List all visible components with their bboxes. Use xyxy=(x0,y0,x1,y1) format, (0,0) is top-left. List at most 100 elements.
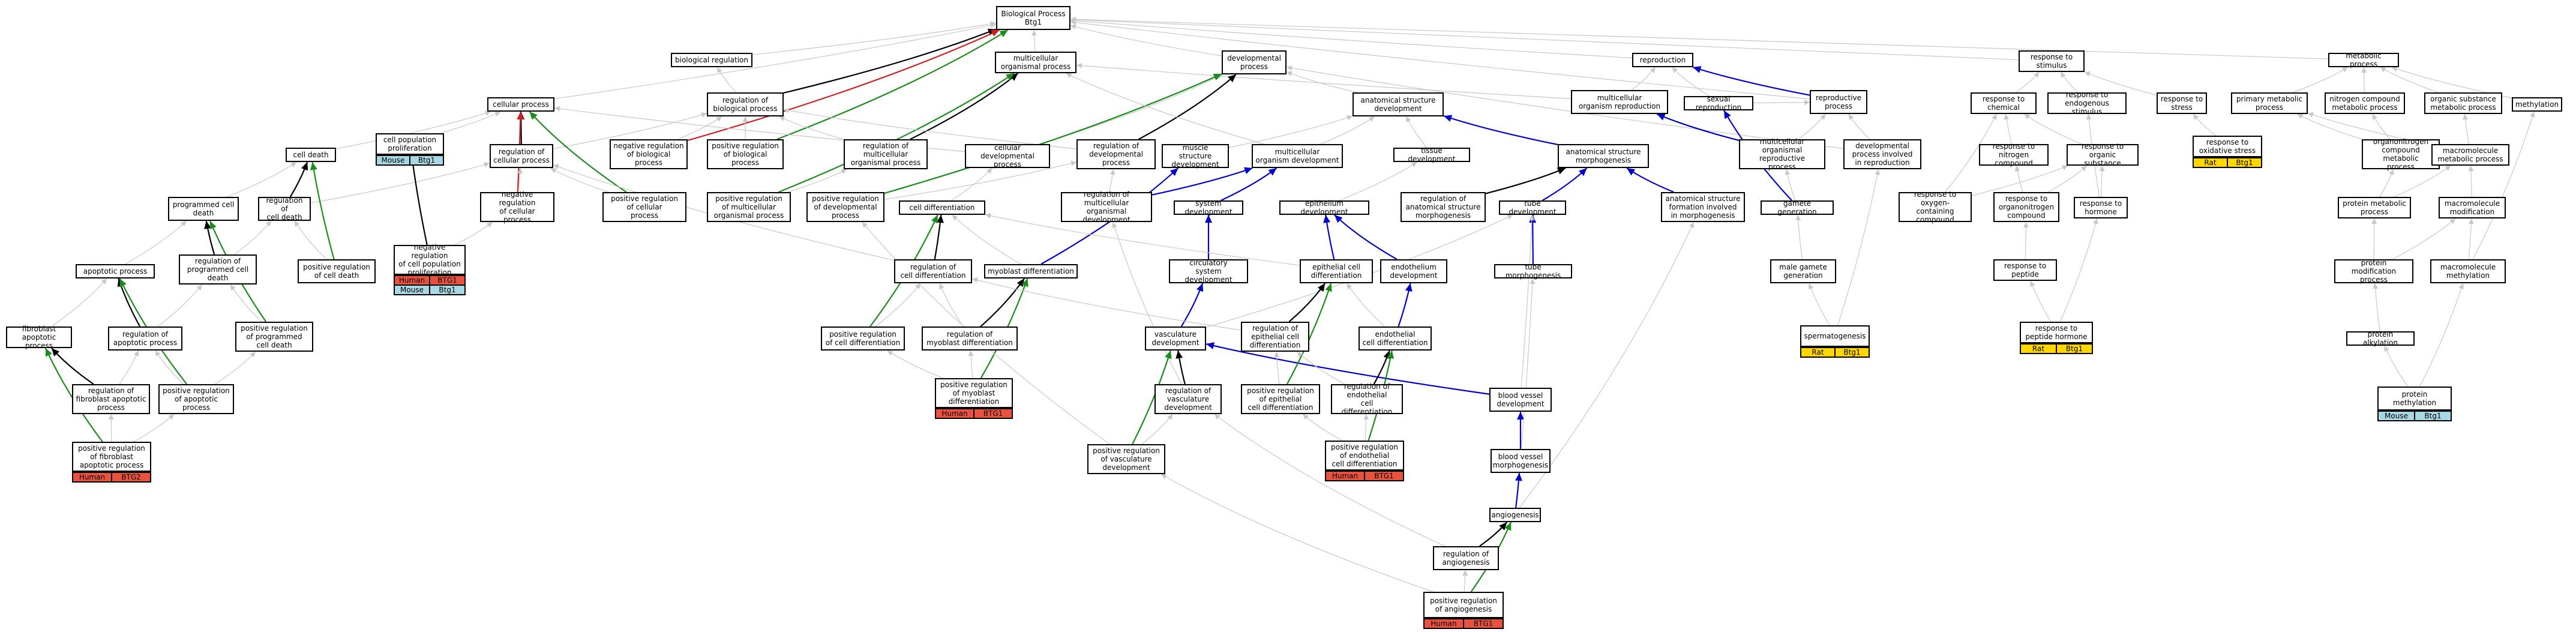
go-term-node[interactable]: cellular developmental process xyxy=(965,143,1050,169)
go-term-node[interactable]: developmental process involved in reprod… xyxy=(1843,139,1921,169)
go-term-node[interactable]: protein metabolic process xyxy=(2338,197,2411,218)
go-term-node[interactable]: positive regulation of myoblast differen… xyxy=(935,378,1013,419)
go-term-node[interactable]: anatomical structure development xyxy=(1353,92,1444,116)
go-term-node[interactable]: multicellular organism reproduction xyxy=(1571,90,1668,114)
go-term-node[interactable]: negative regulation of biological proces… xyxy=(610,139,688,169)
go-term-node[interactable]: anatomical structure morphogenesis xyxy=(1558,144,1649,168)
go-term-node[interactable]: epithelial cell differentiation xyxy=(1300,259,1373,283)
go-term-node[interactable]: response to stimulus xyxy=(2019,50,2085,72)
go-term-node[interactable]: response to endogenous stimulus xyxy=(2047,91,2127,116)
edge-arrowhead xyxy=(553,164,559,170)
go-term-node[interactable]: regulation of cell differentiation xyxy=(894,259,972,283)
go-term-node[interactable]: muscle structure development xyxy=(1162,143,1229,169)
go-term-node[interactable]: regulation of myoblast differentiation xyxy=(922,327,1018,351)
go-term-node[interactable]: positive regulation of programmed cell d… xyxy=(235,322,313,352)
go-term-node[interactable]: macromolecule metabolic process xyxy=(2431,144,2509,166)
go-term-node[interactable]: anatomical structure formation involved … xyxy=(1661,192,1745,222)
go-term-node[interactable]: blood vessel development xyxy=(1489,388,1552,412)
go-term-node[interactable]: protein modification process xyxy=(2334,259,2413,284)
go-term-node[interactable]: primary metabolic process xyxy=(2231,92,2308,114)
go-term-node[interactable]: nitrogen compound metabolic process xyxy=(2325,92,2405,114)
go-term-node[interactable]: regulation of fibroblast apoptotic proce… xyxy=(72,384,150,414)
go-term-node[interactable]: regulation of apoptotic process xyxy=(108,327,182,351)
go-term-node[interactable]: macromolecule modification xyxy=(2439,197,2506,218)
go-term-node[interactable]: endothelium development xyxy=(1380,259,1447,283)
go-term-node[interactable]: organonitrogen compound metabolic proces… xyxy=(2362,137,2440,171)
go-term-node[interactable]: cellular process xyxy=(487,97,554,112)
go-term-node[interactable]: response to organic substance xyxy=(2067,142,2139,167)
go-term-node[interactable]: reproductive process xyxy=(1810,90,1867,114)
go-term-node[interactable]: Biological Process Btg1 xyxy=(996,6,1070,30)
go-term-node[interactable]: response to peptide xyxy=(1993,259,2057,281)
go-term-node[interactable]: developmental process xyxy=(1222,50,1286,74)
go-term-node[interactable]: negative regulation of cell population p… xyxy=(394,243,466,295)
go-term-node[interactable]: negative regulation of cellular process xyxy=(480,190,554,224)
go-term-node[interactable]: biological regulation xyxy=(671,53,752,67)
go-term-node[interactable]: fibroblast apoptotic process xyxy=(6,325,72,350)
go-term-node[interactable]: positive regulation of biological proces… xyxy=(707,139,784,169)
go-term-node[interactable]: positive regulation of multicellular org… xyxy=(707,192,791,222)
go-term-node[interactable]: regulation of multicellular organismal d… xyxy=(1061,190,1152,224)
go-term-node[interactable]: response to stress xyxy=(2157,92,2207,114)
go-term-node[interactable]: multicellular organismal reproductive pr… xyxy=(1739,137,1825,171)
go-term-node[interactable]: sexual reproduction xyxy=(1684,95,1753,112)
go-term-node[interactable]: positive regulation of endothelial cell … xyxy=(1325,441,1404,481)
go-term-node[interactable]: protein alkylation xyxy=(2346,330,2415,347)
go-term-node[interactable]: myoblast differentiation xyxy=(984,264,1078,278)
go-term-node[interactable]: epithelium development xyxy=(1279,199,1369,216)
go-term-node[interactable]: positive regulation of apoptotic process xyxy=(158,384,234,414)
go-term-node[interactable]: response to chemical xyxy=(1971,92,2037,114)
go-term-node[interactable]: apoptotic process xyxy=(76,264,155,278)
go-term-node[interactable]: regulation of angiogenesis xyxy=(1433,546,1499,570)
go-term-node[interactable]: response to hormone xyxy=(2074,197,2128,218)
go-term-node[interactable]: reproduction xyxy=(1632,53,1693,67)
go-term-node[interactable]: regulation of cellular process xyxy=(490,144,553,168)
go-term-node[interactable]: regulation of endothelial cell different… xyxy=(1331,382,1403,416)
go-term-node[interactable]: regulation of vasculature development xyxy=(1154,384,1222,414)
go-term-node[interactable]: positive regulation of fibroblast apopto… xyxy=(72,442,151,483)
go-term-node[interactable]: response to nitrogen compound xyxy=(1979,142,2049,167)
go-term-node[interactable]: regulation of biological process xyxy=(707,92,784,116)
go-term-node[interactable]: positive regulation of cell death xyxy=(298,259,376,283)
go-term-node[interactable]: positive regulation of vasculature devel… xyxy=(1087,444,1165,474)
go-term-node[interactable]: methylation xyxy=(2512,97,2562,112)
go-term-node[interactable]: regulation of developmental process xyxy=(1076,139,1156,169)
go-term-node[interactable]: regulation of epithelial cell differenti… xyxy=(1241,322,1309,352)
go-term-node[interactable]: programmed cell death xyxy=(168,197,239,221)
edge-arrowhead xyxy=(2468,166,2474,172)
go-term-node[interactable]: blood vessel morphogenesis xyxy=(1491,449,1551,473)
go-term-node[interactable]: organic substance metabolic process xyxy=(2424,92,2502,114)
go-term-node[interactable]: metabolic process xyxy=(2328,52,2399,68)
go-term-node[interactable]: cell differentiation xyxy=(899,200,985,215)
go-term-node[interactable]: system development xyxy=(1174,199,1243,216)
go-term-node[interactable]: gamete generation xyxy=(1761,199,1834,216)
go-term-node[interactable]: tube development xyxy=(1499,199,1566,216)
go-term-node[interactable]: tube morphogenesis xyxy=(1494,263,1572,280)
go-term-node[interactable]: angiogenesis xyxy=(1489,508,1541,522)
go-term-node[interactable]: regulation of anatomical structure morph… xyxy=(1401,192,1486,222)
go-term-node[interactable]: regulation of cell death xyxy=(258,196,311,221)
go-term-node[interactable]: response to oxygen-containing compound xyxy=(1899,190,1972,224)
go-term-node[interactable]: regulation of programmed cell death xyxy=(179,254,257,284)
go-term-node[interactable]: regulation of multicellular organismal p… xyxy=(844,139,928,169)
go-term-node[interactable]: male gamete generation xyxy=(1770,259,1836,283)
go-term-node[interactable]: multicellular organismal process xyxy=(995,52,1076,73)
go-term-node[interactable]: positive regulation of cellular process xyxy=(602,192,686,222)
go-term-node[interactable]: vasculature development xyxy=(1145,327,1206,351)
go-term-node[interactable]: positive regulation of cell differentiat… xyxy=(821,327,905,351)
go-term-node[interactable]: tissue development xyxy=(1393,146,1470,163)
go-term-node[interactable]: positive regulation of developmental pro… xyxy=(806,192,884,222)
go-term-node[interactable]: multicellular organism development xyxy=(1252,144,1343,168)
go-term-node[interactable]: circulatory system development xyxy=(1169,259,1248,284)
go-term-node[interactable]: positive regulation of epithelial cell d… xyxy=(1241,384,1320,414)
go-term-node[interactable]: cell death xyxy=(286,148,336,162)
go-term-node[interactable]: response to organonitrogen compound xyxy=(1993,192,2059,222)
go-term-node[interactable]: endothelial cell differentiation xyxy=(1359,327,1432,351)
go-term-node[interactable]: macromolecule methylation xyxy=(2430,259,2506,283)
